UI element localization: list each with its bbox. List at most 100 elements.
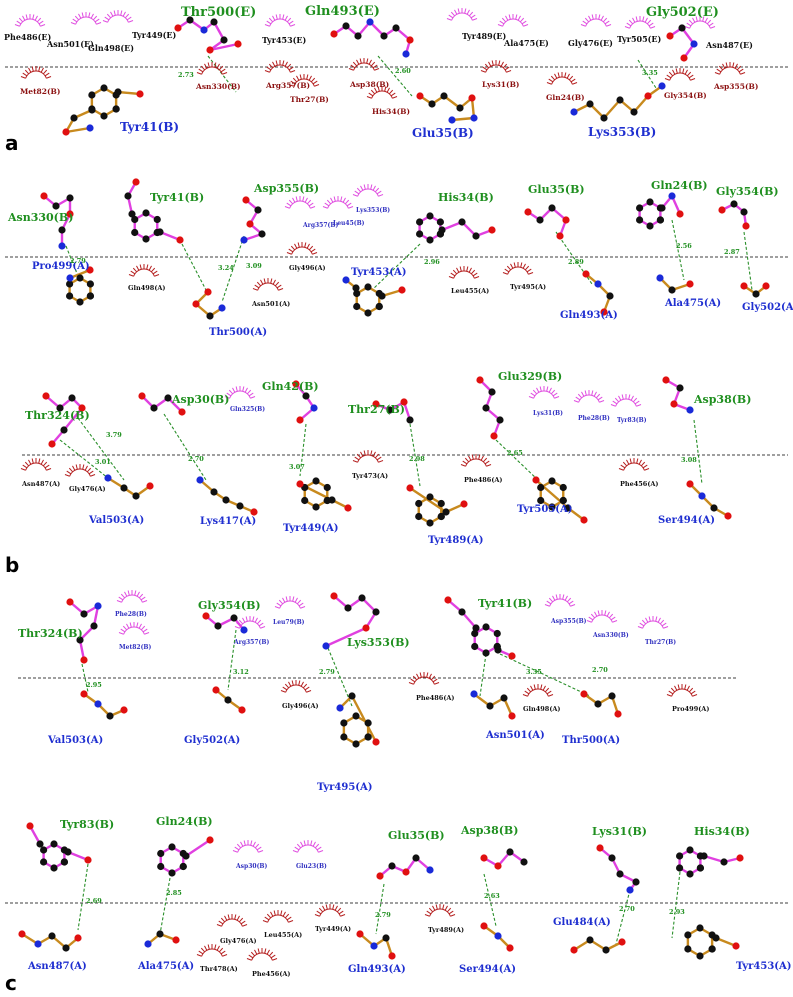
oxygen-atom (580, 690, 588, 698)
hydrophobic-spoke (642, 464, 648, 469)
oxygen-atom (444, 596, 452, 604)
hydrophobic-spoke (374, 187, 380, 193)
residue-label: Glu23(B) (296, 863, 327, 870)
oxygen-atom (680, 54, 688, 62)
hydrophobic-arc (123, 626, 145, 635)
carbon-atom (364, 719, 372, 727)
oxygen-atom (84, 856, 92, 864)
hydrophobic-spoke (370, 61, 376, 67)
residue-label: Lys353(B) (347, 636, 410, 649)
hydrophobic-spoke (377, 86, 380, 92)
hydrophobic-spoke (356, 59, 360, 65)
carbon-atom (224, 696, 232, 704)
hydrophobic-spoke (285, 596, 288, 602)
hydrophobic-spoke (196, 72, 202, 75)
hydrophobic-spoke (452, 269, 458, 275)
hydrophobic-spoke (310, 206, 316, 209)
hydrophobic-arc (357, 188, 379, 197)
nitrogen-atom (240, 626, 248, 634)
carbon-atom (406, 416, 414, 424)
carbon-atom (500, 694, 508, 702)
oxygen-atom (146, 482, 154, 490)
hydrophobic-spoke (466, 266, 469, 272)
hydrophobic-arc (121, 594, 143, 603)
residue-label: Gly476(A) (220, 937, 257, 945)
hydrophobic-spoke (104, 16, 110, 21)
residue-label: Thr324(B) (18, 627, 83, 640)
hydrophobic-spoke (663, 626, 669, 629)
hydrophobic-arc (319, 908, 341, 917)
hydrophobic-spoke (446, 18, 452, 21)
hydrophobic-spoke (90, 13, 94, 19)
carbon-atom (76, 636, 84, 644)
residue-label: Tyr41(B) (478, 597, 533, 610)
hydrophobic-spoke (273, 910, 276, 916)
oxygen-atom (644, 92, 652, 100)
hydrophobic-spoke (530, 392, 536, 397)
hydrophobic-spoke (22, 15, 26, 21)
hydrophobic-spoke (664, 78, 670, 81)
hydrophobic-spoke (284, 683, 290, 689)
carbon-atom (710, 504, 718, 512)
hydrophobic-spoke (506, 70, 512, 73)
carbon-atom (340, 719, 348, 727)
residue-label: Glu35(B) (528, 183, 585, 196)
hydrophobic-arc (25, 70, 47, 79)
residue-label: Val503(A) (48, 735, 104, 746)
residue-label: Pro499(A) (32, 261, 90, 272)
oxygen-atom (508, 712, 516, 720)
residue-label: Gln42(B) (262, 380, 319, 393)
nitrogen-atom (144, 940, 152, 948)
oxygen-atom (480, 922, 488, 930)
hbond-distance: 2.69 (86, 897, 102, 905)
hydrophobic-spoke (118, 596, 124, 601)
hydrophobic-spoke (566, 597, 572, 603)
carbon-atom (676, 864, 684, 872)
carbon-atom (564, 504, 572, 512)
hbond-distance: 2.60 (395, 67, 411, 75)
hydrophobic-spoke (64, 474, 70, 477)
oxygen-atom (570, 946, 578, 954)
carbon-atom (442, 508, 450, 516)
hydrophobic-spoke (272, 279, 276, 285)
oxygen-atom (724, 512, 732, 520)
hydrophobic-spoke (690, 690, 696, 695)
hydrophobic-arc (642, 620, 664, 629)
hydrophobic-spoke (544, 604, 550, 607)
hydrophobic-spoke (280, 910, 283, 916)
hydrophobic-arc (269, 64, 291, 73)
carbon-atom (458, 218, 466, 226)
oxygen-atom (40, 192, 48, 200)
hydrophobic-spoke (702, 16, 705, 22)
hydrophobic-arc (229, 390, 251, 399)
hydrophobic-spoke (296, 75, 300, 81)
hydrophobic-spoke (522, 263, 526, 269)
carbon-atom (86, 280, 94, 288)
hydrophobic-spoke (226, 392, 232, 397)
hydrophobic-spoke (75, 464, 78, 470)
residue-label: Leu45(B) (333, 220, 365, 227)
hydrophobic-spoke (284, 913, 290, 919)
hydrophobic-spoke (546, 386, 549, 392)
hydrophobic-spoke (584, 390, 587, 396)
carbon-atom (88, 106, 96, 114)
hydrophobic-spoke (318, 907, 324, 913)
hydrogen-bond (77, 417, 125, 481)
residue-label: Tyr453(E) (262, 35, 307, 45)
hydrogen-bond (693, 419, 703, 485)
hydrophobic-spoke (246, 958, 252, 961)
hydrophobic-spoke (448, 910, 454, 915)
hydrophobic-spoke (486, 464, 492, 467)
carbon-atom (179, 862, 187, 871)
hydrophobic-spoke (334, 905, 338, 911)
hydrophobic-spoke (457, 8, 460, 14)
hydrophobic-arc (289, 200, 311, 209)
hydrophobic-spoke (637, 626, 643, 629)
hydrophobic-spoke (232, 387, 236, 393)
carbon-atom (428, 100, 436, 108)
hydrophobic-spoke (326, 199, 332, 205)
hydrophobic-spoke (597, 610, 600, 616)
hydrophobic-spoke (200, 65, 206, 71)
hydrophobic-spoke (732, 62, 735, 68)
carbon-atom (606, 292, 614, 300)
